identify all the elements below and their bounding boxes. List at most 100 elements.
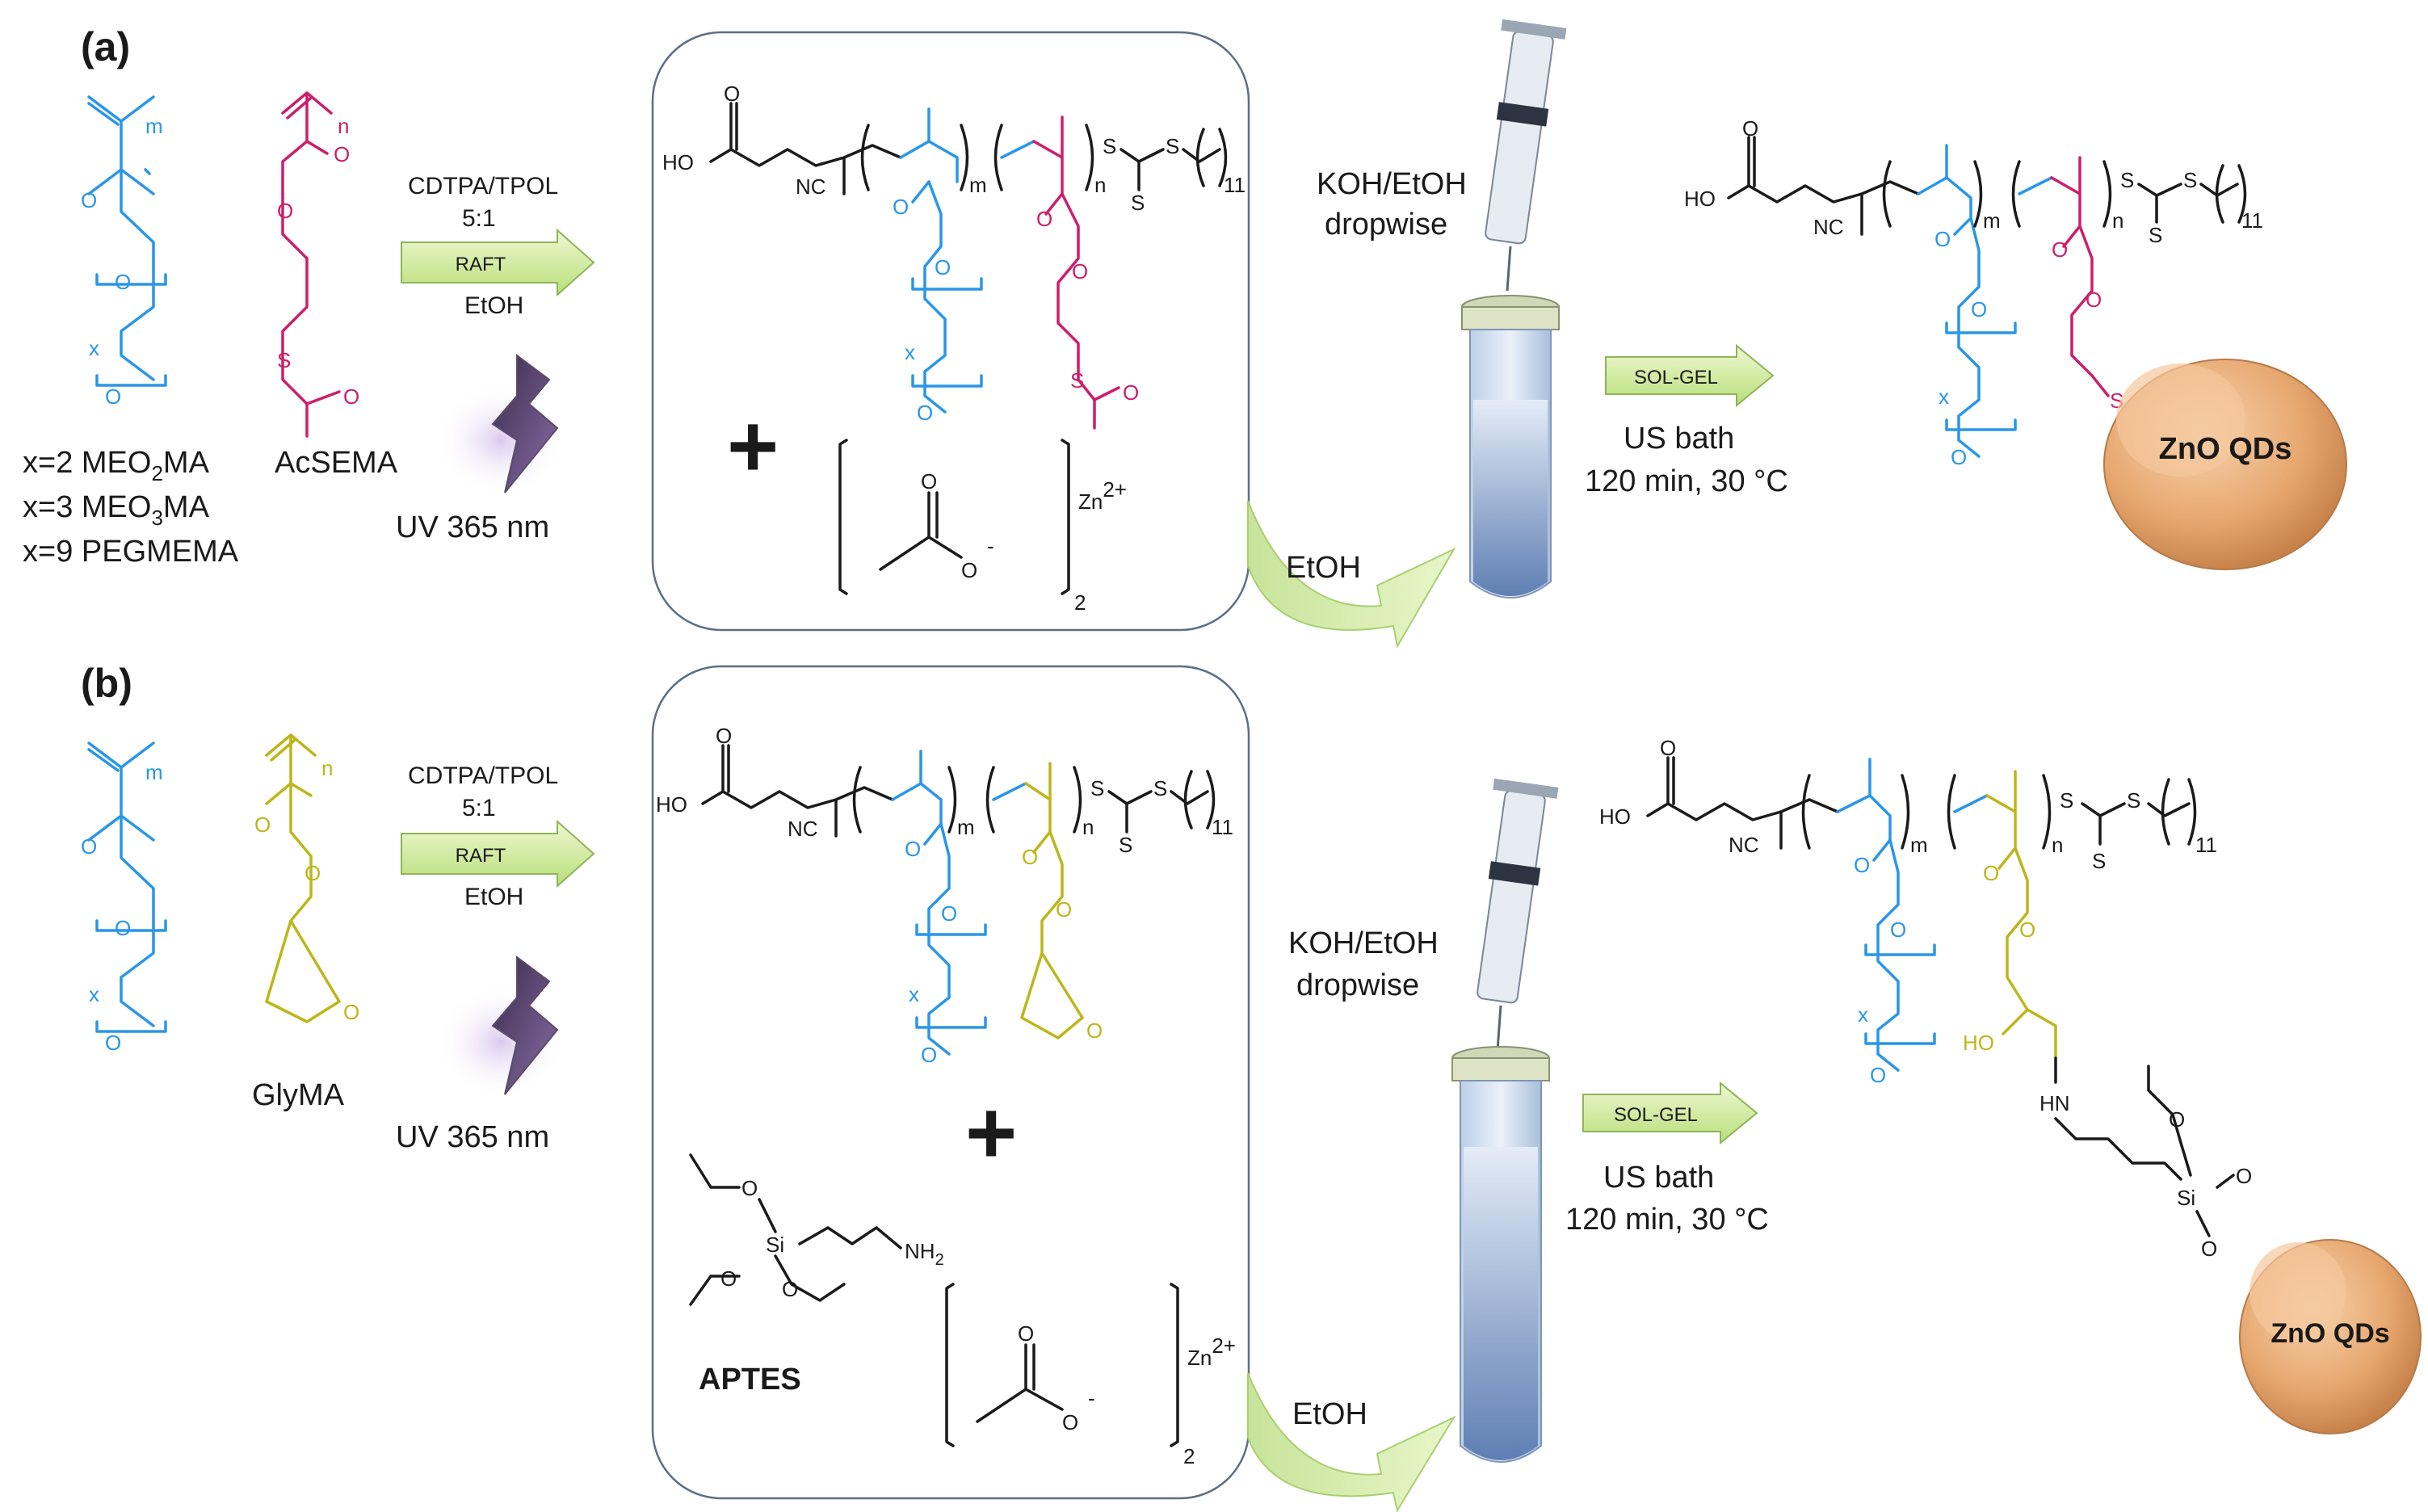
atom-o-gly1: O — [254, 813, 271, 837]
atom-o-zn-a2: O — [961, 558, 977, 582]
atom-o-cooh-a: O — [724, 82, 740, 106]
reaction-box-a — [651, 31, 1250, 632]
raft-arrow-b-label: RAFT — [456, 845, 506, 867]
atom-o-box-a2: O — [935, 255, 951, 279]
solgel-line2-b: 120 min, 30 °C — [1565, 1203, 1769, 1237]
atom-o-box-a4: O — [1036, 207, 1052, 231]
sub-x-a: x — [89, 336, 99, 360]
atom-o-box-a6: O — [1123, 380, 1139, 405]
aptes-molecule: O Si O O NH2 — [689, 1153, 944, 1306]
sub-m-box-b: m — [957, 815, 975, 839]
atom-s-tc-a1: S — [1103, 134, 1116, 158]
atom-o-box-a1: O — [893, 195, 909, 219]
atom-o-zn-a1: O — [921, 469, 937, 494]
atom-nc-b: NC — [788, 817, 818, 841]
sub-m-pb: m — [1910, 833, 1928, 857]
atom-s-pa1: S — [2120, 168, 2134, 192]
sub-n-box-a: n — [1094, 173, 1106, 197]
sub-x-pb: x — [1858, 1002, 1868, 1027]
raft-solvent-a: EtOH — [464, 292, 523, 319]
charge-minus-a: - — [987, 534, 994, 558]
sub-x-pa: x — [1939, 384, 1949, 409]
raft-arrow-a: RAFT — [401, 228, 595, 297]
oeg-monomer-b: m O O x O — [81, 741, 167, 1055]
sub-m-b: m — [145, 760, 163, 784]
atom-s-tc-a3: S — [1166, 134, 1179, 158]
atom-o-aptes3: O — [782, 1277, 798, 1301]
sub-m-pa: m — [1983, 208, 2001, 233]
zno-qd-a: ZnO QDs — [2103, 359, 2347, 570]
atom-s-pa2: S — [2149, 223, 2162, 247]
raft-solvent-b: EtOH — [464, 884, 523, 910]
atom-o-b1: O — [81, 834, 97, 859]
reaction-box-b — [651, 665, 1250, 1500]
plus-sign-b: + — [965, 1083, 1017, 1182]
zn-label-a: Zn2+ — [1078, 477, 1127, 514]
zno-qd-b: ZnO QDs — [2239, 1239, 2422, 1434]
atom-o-pb5: O — [1983, 861, 1999, 885]
atom-o-box-a3: O — [917, 401, 933, 425]
reagent-label-b: KOH/EtOH — [1288, 926, 1439, 960]
raft-ratio-a-line2: 5:1 — [462, 205, 496, 232]
zn-label-b: Zn2+ — [1187, 1334, 1236, 1370]
plus-sign-a: + — [727, 397, 779, 496]
sub-x-b: x — [89, 982, 99, 1006]
atom-o-pb6: O — [2019, 918, 2035, 942]
atom-o-a1: O — [81, 188, 97, 212]
atom-hn-pb: HN — [2039, 1091, 2070, 1115]
atom-o-acs2: O — [277, 199, 293, 223]
raft-arrow-b: RAFT — [401, 819, 595, 888]
atom-o-zn-b1: O — [1018, 1321, 1034, 1346]
atom-nc-pb: NC — [1729, 833, 1759, 857]
sub-n-pa: n — [2112, 208, 2123, 233]
atom-o-gly3: O — [343, 1000, 359, 1024]
polymer-box-b: HO O NC O O x O m O O O n S S S 1 — [656, 724, 1233, 1067]
atom-o-pb8: O — [2236, 1164, 2252, 1188]
sub-n-box-b: n — [1082, 815, 1094, 839]
transfer-label-b: EtOH — [1292, 1397, 1367, 1431]
atom-s-box-a: S — [1070, 368, 1084, 393]
atom-si-aptes: Si — [766, 1233, 784, 1257]
atom-o-gly2: O — [305, 861, 321, 885]
vial-icon-a — [1461, 295, 1560, 598]
product-polymer-b: HO O NC O O x O m O O HO n S S S — [1599, 736, 2252, 1261]
atom-o-a2: O — [115, 270, 131, 294]
raft-ratio-b-line2: 5:1 — [462, 795, 496, 821]
atom-ho-pb2: HO — [1963, 1031, 1994, 1055]
reagent-mode-b: dropwise — [1296, 968, 1419, 1002]
transfer-arrow-a — [1247, 500, 1456, 649]
solgel-arrow-b-label: SOL-GEL — [1614, 1104, 1698, 1126]
atom-s-tc-a2: S — [1131, 191, 1145, 215]
solgel-line1-b: US bath — [1603, 1161, 1714, 1195]
transfer-arrow-b — [1247, 1372, 1456, 1512]
atom-si-pb: Si — [2177, 1186, 2195, 1210]
solgel-line1-a: US bath — [1624, 422, 1734, 456]
atom-o-aptes1: O — [741, 1176, 758, 1200]
glyma-monomer: n O O O — [254, 733, 359, 1024]
monomer-label-meo2: x=2 MEO2MA — [23, 446, 210, 485]
sub-n-pb: n — [2052, 833, 2063, 857]
atom-o-zn-b2: O — [1062, 1410, 1078, 1434]
zinc-acetate-a: O O - 2 Zn2+ — [838, 439, 1127, 615]
atom-o-pb1: O — [1660, 736, 1676, 760]
atom-o-pa3: O — [1971, 297, 1987, 321]
sub-n-b: n — [321, 756, 333, 780]
sub-11-box-a: 11 — [1224, 173, 1246, 197]
qd-label-a: ZnO QDs — [2159, 432, 2292, 466]
atom-nh2-aptes: NH2 — [905, 1239, 944, 1269]
comonomer-label-acsema: AcSEMA — [275, 446, 398, 480]
sub-2-zn-a: 2 — [1074, 590, 1086, 615]
zinc-acetate-b: O O - 2 Zn2+ — [945, 1283, 1236, 1468]
panel-a: (a) m O O x O x=2 MEO2MA x=3 MEO3MA x=9 … — [23, 19, 2347, 649]
sub-2-zn-b: 2 — [1183, 1444, 1195, 1468]
uv-lightning-icon-b — [436, 956, 565, 1098]
product-polymer-a: HO O NC O O x O m O O S n S S S 1 — [1684, 116, 2263, 469]
atom-s-tc-b1: S — [1090, 776, 1104, 800]
raft-ratio-a-line1: CDTPA/TPOL — [408, 173, 558, 200]
sub-11-box-b: 11 — [1212, 815, 1233, 839]
atom-o-pa4: O — [1951, 445, 1967, 469]
panel-b-letter: (b) — [81, 661, 132, 706]
atom-s-tc-b3: S — [1153, 776, 1167, 800]
atom-ho-b: HO — [656, 792, 687, 817]
